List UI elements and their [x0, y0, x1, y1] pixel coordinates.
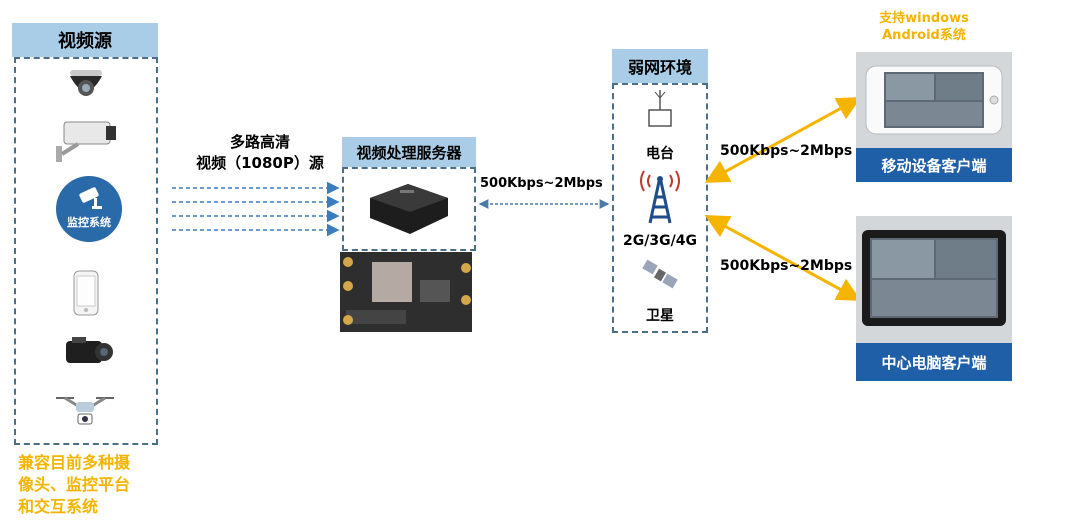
- pc-client-label: 中心电脑客户端: [856, 343, 1012, 381]
- mobile-client-label-text: 移动设备客户端: [881, 156, 987, 175]
- pc-client-image: [856, 216, 1012, 343]
- monitoring-system-icon: 监控系统: [56, 176, 122, 242]
- server-link-rate: 500Kbps~2Mbps: [480, 176, 603, 191]
- video-source-title-text: 视频源: [58, 31, 112, 52]
- support-note-line-1: 支持windows: [879, 11, 969, 26]
- network-title-text: 弱网环境: [627, 58, 692, 77]
- source-caption-line-3: 和交互系统: [18, 497, 99, 516]
- server-title: 视频处理服务器: [342, 137, 476, 167]
- server-network-link: [478, 199, 610, 209]
- radio-station-icon: [645, 88, 675, 130]
- mobile-client-image: [856, 52, 1012, 148]
- network-item-satellite: 卫星: [646, 308, 674, 324]
- bullet-camera-icon: [52, 116, 118, 166]
- mobile-link-rate: 500Kbps~2Mbps: [720, 143, 853, 159]
- server-panel: [342, 167, 476, 251]
- smartphone-icon: [73, 270, 99, 316]
- source-caption: 兼容目前多种摄 像头、监控平台 和交互系统: [18, 452, 130, 518]
- video-source-panel: [14, 57, 158, 445]
- server-title-text: 视频处理服务器: [356, 143, 462, 162]
- circuit-board-icon: [336, 250, 476, 334]
- video-source-title: 视频源: [12, 23, 158, 57]
- input-label: 多路高清 视频（1080P）源: [180, 132, 340, 174]
- source-caption-line-1: 兼容目前多种摄: [18, 453, 131, 472]
- server-box-icon: [360, 174, 456, 242]
- pc-client-label-text: 中心电脑客户端: [881, 353, 987, 372]
- pc-link-rate: 500Kbps~2Mbps: [720, 258, 853, 274]
- client-links: [704, 97, 862, 301]
- dome-camera-icon: [64, 64, 108, 108]
- camcorder-icon: [62, 335, 114, 369]
- support-note-line-2: Android系统: [882, 28, 966, 43]
- cell-tower-icon: [636, 167, 684, 225]
- input-label-line-1: 多路高清: [229, 133, 290, 151]
- support-note: 支持windows Android系统: [868, 10, 980, 44]
- source-caption-line-2: 像头、监控平台: [18, 475, 131, 494]
- network-item-cellular: 2G/3G/4G: [623, 233, 697, 249]
- network-title: 弱网环境: [612, 49, 708, 83]
- input-arrows: [172, 182, 340, 236]
- input-label-line-2: 视频（1080P）源: [196, 154, 324, 172]
- network-item-radio: 电台: [646, 146, 674, 162]
- satellite-icon: [642, 258, 678, 292]
- drone-icon: [52, 392, 118, 428]
- monitoring-system-label: 监控系统: [67, 216, 111, 229]
- mobile-client-label: 移动设备客户端: [856, 148, 1012, 182]
- network-panel: [612, 83, 708, 333]
